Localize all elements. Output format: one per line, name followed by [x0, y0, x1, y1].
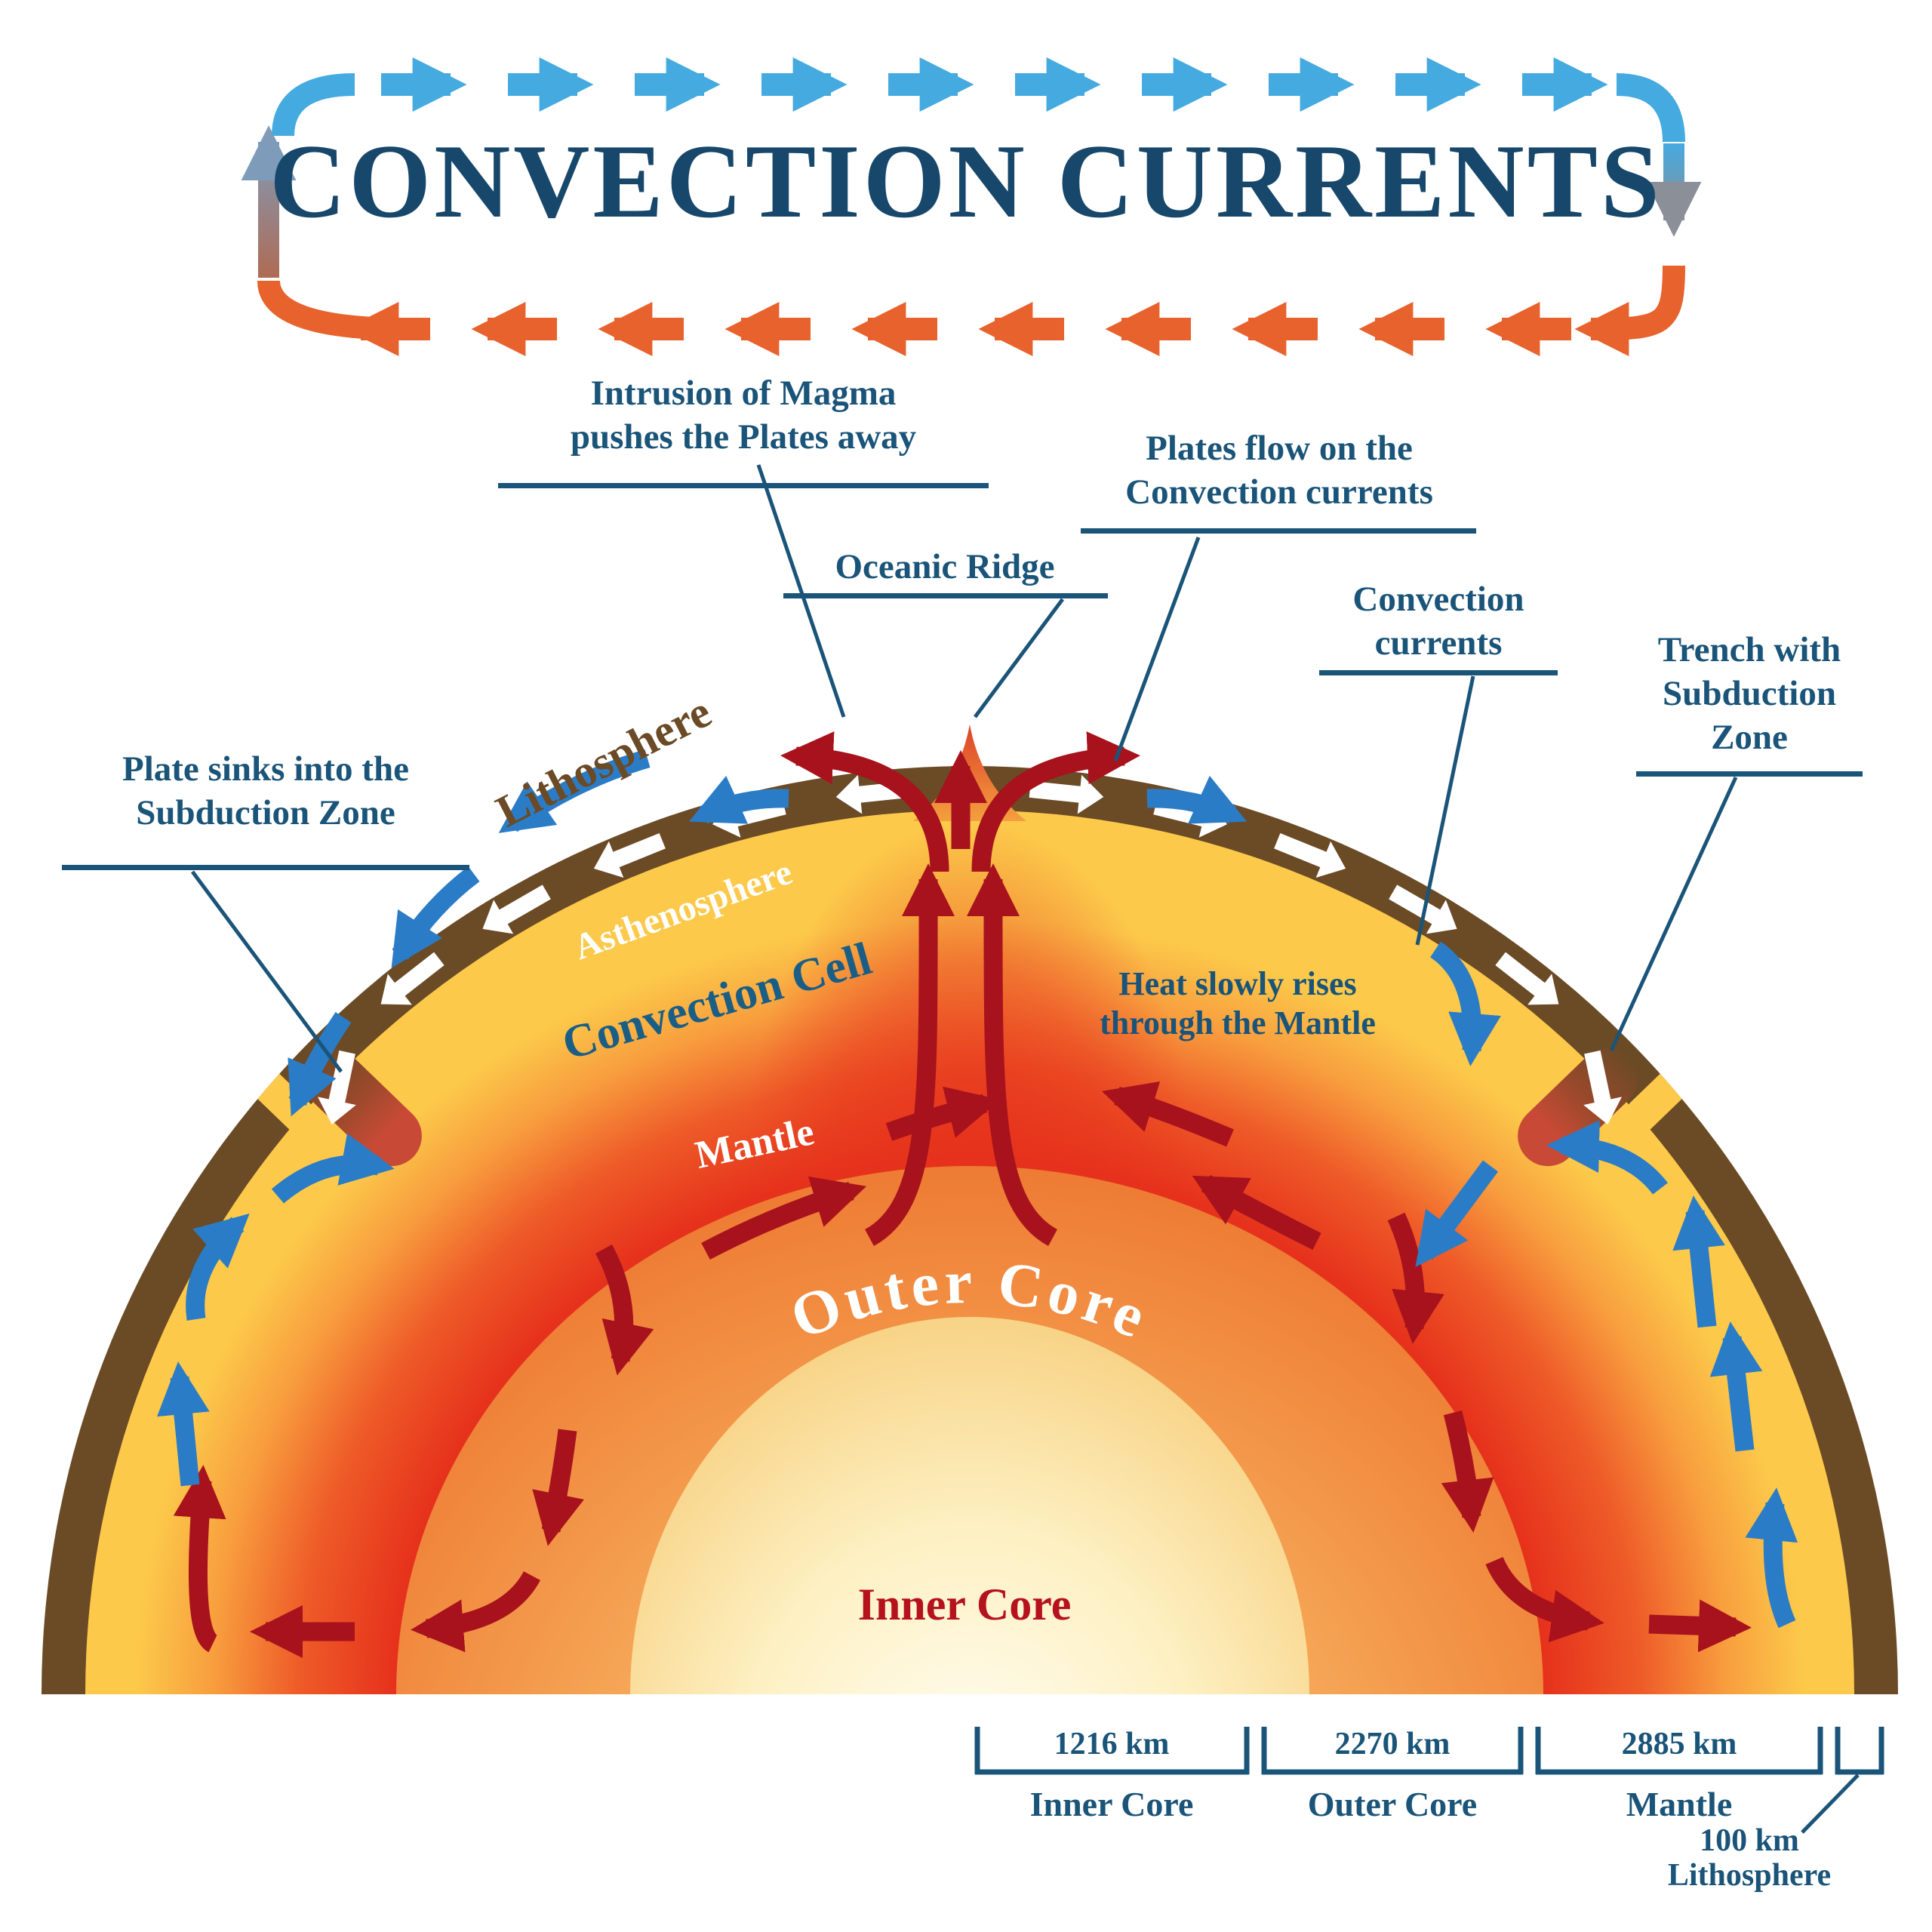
callout-plate-sinks-line2: Subduction Zone — [136, 793, 395, 832]
cool-current-arrows — [156, 749, 1798, 1629]
hot-current-arrow-icon — [411, 1571, 541, 1653]
leader-lines — [190, 464, 1738, 1073]
callout-trench-line2: Subduction — [1663, 674, 1836, 713]
scale-lithosphere-name: Lithosphere — [1667, 1858, 1832, 1893]
callout-convection-line1: Convection — [1352, 580, 1524, 619]
scale-distance: 2270 km — [1334, 1727, 1451, 1761]
callout-underline — [1081, 528, 1476, 534]
scale-distance: 1216 km — [1054, 1727, 1170, 1761]
scale-distance: 2885 km — [1621, 1727, 1737, 1761]
title-loop-corner-icon — [257, 279, 408, 340]
scale-bracket — [974, 1727, 1250, 1775]
cool-current-arrow-icon — [1745, 1487, 1798, 1629]
callout-trench: Trench with Subduction Zone — [1598, 628, 1900, 759]
cool-current-arrow-icon — [1709, 1321, 1763, 1452]
hot-current-arrow-icon — [701, 1176, 867, 1260]
scale-layer-name: Inner Core — [1029, 1785, 1194, 1823]
cool-current-arrow-icon — [186, 1214, 250, 1321]
callout-convection-line2: currents — [1374, 623, 1503, 663]
annotation-heat-line1: Heat slowly rises — [1118, 965, 1357, 1002]
title-circulation-loop — [241, 57, 1702, 357]
scale-layer-name: Mantle — [1626, 1785, 1733, 1823]
scale-layer-name: Outer Core — [1307, 1785, 1478, 1823]
scale-lithosphere-distance: 100 km — [1700, 1823, 1799, 1858]
callout-intrusion: Intrusion of Magma pushes the Plates awa… — [494, 371, 992, 459]
hot-current-arrow-icon — [885, 1086, 1001, 1141]
hot-current-arrow-icon — [1441, 1410, 1494, 1533]
annotation-heat-rises: Heat slowly rises through the Mantle — [1011, 964, 1464, 1043]
cool-current-arrow-icon — [271, 1133, 395, 1204]
scale-bracket — [1535, 1727, 1823, 1775]
hot-current-arrows — [173, 731, 1752, 1658]
callout-oceanic-ridge: Oceanic Ridge — [756, 545, 1134, 589]
title-loop-corner-icon — [1616, 73, 1685, 143]
hot-current-arrow-icon — [971, 731, 1140, 872]
cool-current-arrow-icon — [156, 1361, 210, 1487]
cooling-descent-arrow-icon — [1574, 265, 1685, 356]
callout-oceanic-ridge-text: Oceanic Ridge — [835, 547, 1055, 586]
cool-current-arrow-icon — [1146, 775, 1247, 824]
title-loop-corner-icon — [272, 73, 355, 137]
cool-current-arrow-icon — [391, 866, 480, 968]
callout-trench-line1: Trench with — [1657, 630, 1841, 669]
scale-bracket — [1261, 1727, 1524, 1775]
callout-plates-flow-line2: Convection currents — [1125, 472, 1433, 512]
hot-current-arrow-icon — [1101, 1081, 1234, 1147]
cool-current-arrow-icon — [1546, 1120, 1668, 1195]
cool-current-arrow-icon — [1415, 1160, 1499, 1267]
hot-current-arrow-icon — [595, 1244, 654, 1376]
hot-current-arrow-icon — [1485, 1556, 1604, 1643]
earth-cutaway: Outer Core — [0, 724, 1932, 1932]
hot-current-arrow-icon — [1648, 1599, 1752, 1653]
base-mask — [0, 1694, 1932, 1932]
callout-intrusion-line1: Intrusion of Magma — [590, 374, 897, 413]
callout-plate-sinks-line1: Plate sinks into the — [122, 749, 409, 789]
scale-brackets — [974, 1727, 1884, 1834]
cool-current-arrow-icon — [688, 775, 789, 824]
cool-current-arrow-icon — [1429, 941, 1501, 1066]
cool-current-arrow-icon — [1672, 1195, 1725, 1328]
hot-current-arrow-icon — [780, 731, 949, 872]
callout-underline — [498, 483, 989, 488]
annotation-heat-line2: through the Mantle — [1100, 1004, 1376, 1041]
callout-trench-line3: Zone — [1711, 718, 1788, 757]
callout-underline — [1636, 771, 1863, 777]
scale-bracket-lithosphere — [1801, 1727, 1884, 1834]
cool-current-arrow-icon — [288, 1012, 352, 1117]
layer-label-inner-core: Inner Core — [857, 1580, 1072, 1629]
cool-current-arrow-icon — [498, 749, 651, 833]
hot-current-arrow-icon — [532, 1429, 584, 1546]
callout-underline — [62, 865, 469, 870]
callout-underline — [1319, 670, 1558, 675]
hot-current-arrow-icon — [173, 1465, 226, 1653]
callout-plate-sinks: Plate sinks into the Subduction Zone — [39, 747, 492, 835]
trench-gap — [248, 1065, 355, 1171]
callout-intrusion-line2: pushes the Plates away — [570, 417, 917, 457]
hot-current-arrow-icon — [1387, 1212, 1444, 1344]
callout-plates-flow-line1: Plates flow on the — [1146, 429, 1413, 468]
callout-underline — [783, 593, 1108, 598]
page-title: CONVECTION CURRENTS — [269, 123, 1663, 240]
hot-current-arrow-icon — [1192, 1175, 1321, 1251]
callout-plates-flow: Plates flow on the Convection currents — [1053, 426, 1506, 514]
callout-convection-currents: Convection currents — [1287, 577, 1589, 665]
